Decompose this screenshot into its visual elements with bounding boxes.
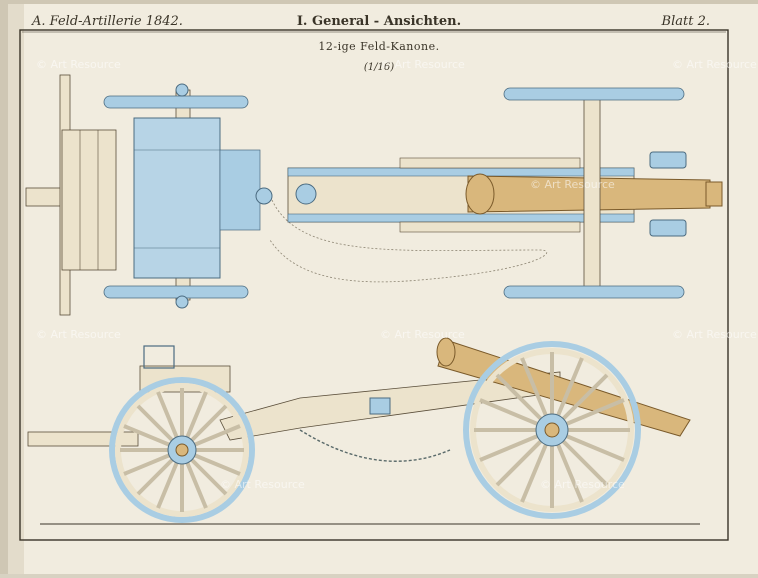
plan-view xyxy=(25,74,723,316)
watermark: © Art Resource xyxy=(530,178,615,191)
gun-wheel-top xyxy=(503,87,685,101)
limber-wheel-bottom xyxy=(103,285,249,299)
watermark: © Art Resource xyxy=(380,58,465,71)
limber-wheel-side xyxy=(109,377,255,523)
gun-wheel-side xyxy=(463,341,641,519)
plate-title: I. General - Ansichten. xyxy=(296,14,462,29)
header-left-label: A. Feld-Artillerie 1842. xyxy=(32,14,183,29)
watermark: © Art Resource xyxy=(220,478,305,491)
watermark: © Art Resource xyxy=(380,328,465,341)
side-elevation xyxy=(27,337,700,525)
sheet-number: Blatt 2. xyxy=(661,14,710,29)
ammunition-chest xyxy=(133,117,221,279)
scale-label: (1/16) xyxy=(363,62,395,73)
watermark: © Art Resource xyxy=(672,328,757,341)
plate-subtitle: 12-ige Feld-Kanone. xyxy=(318,40,440,53)
limber-wheel-top xyxy=(103,95,249,109)
watermark: © Art Resource xyxy=(36,58,121,71)
watermark: © Art Resource xyxy=(672,58,757,71)
plate-border xyxy=(19,29,729,541)
gun-wheel-bottom xyxy=(503,285,685,299)
watermark: © Art Resource xyxy=(36,328,121,341)
watermark: © Art Resource xyxy=(540,478,625,491)
